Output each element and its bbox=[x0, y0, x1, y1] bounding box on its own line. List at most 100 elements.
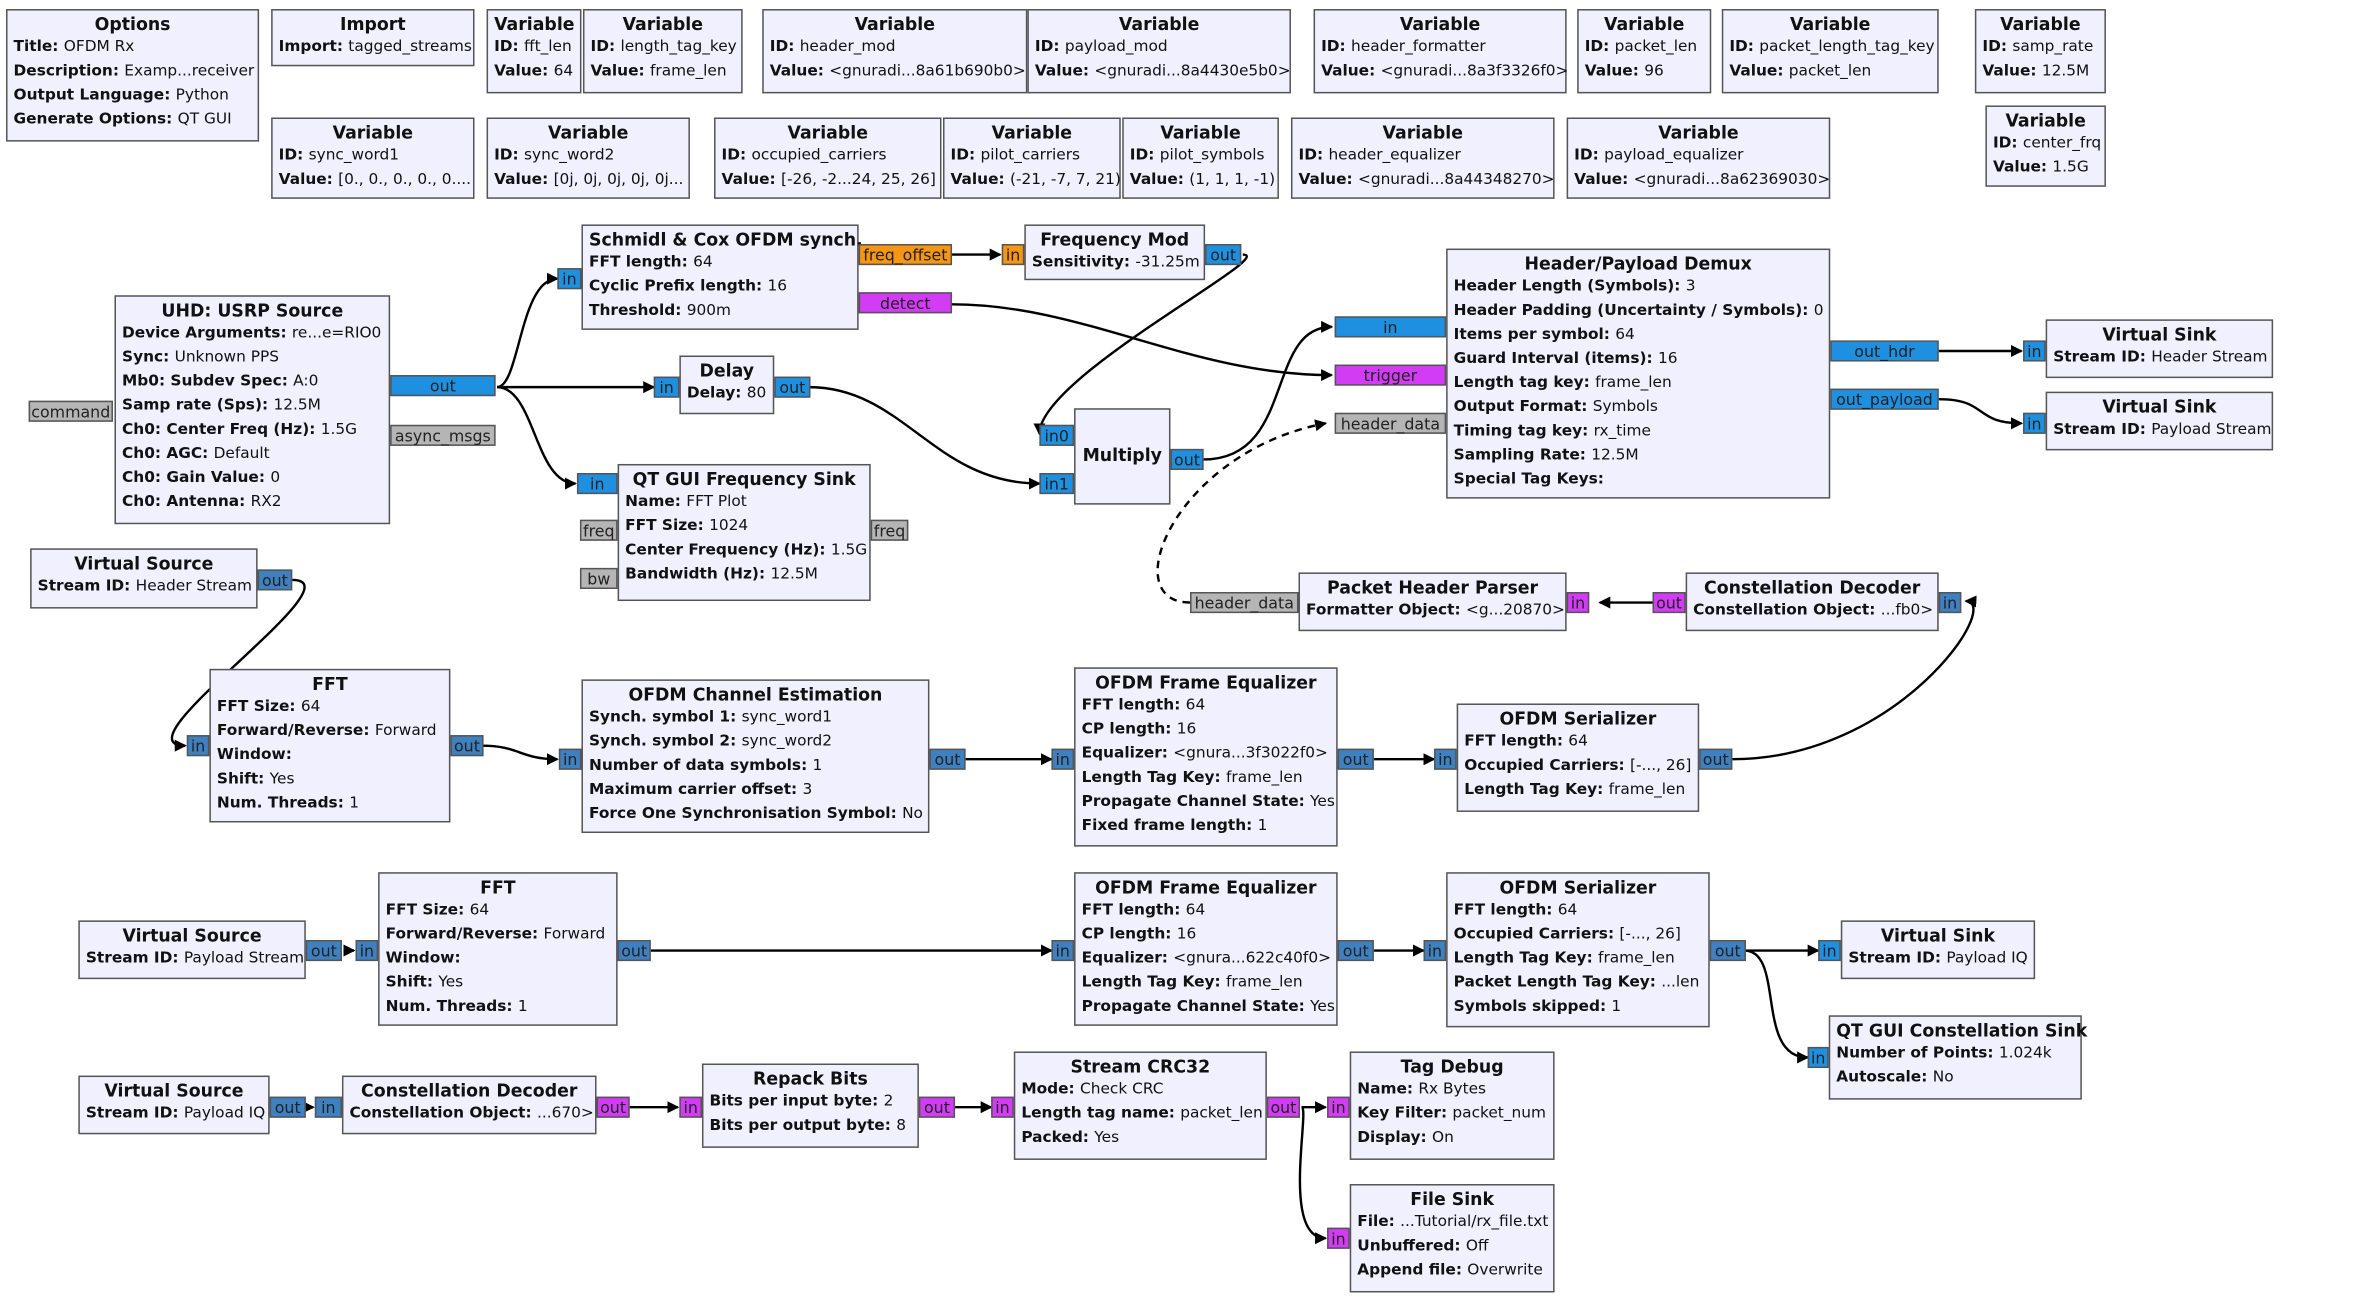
port-fs-in[interactable]: in bbox=[1327, 1227, 1350, 1249]
port-fm-out[interactable]: out bbox=[1205, 244, 1242, 266]
port-demux-out-hdr[interactable]: out_hdr bbox=[1830, 340, 1939, 362]
port-sc-in[interactable]: in bbox=[557, 268, 582, 290]
port-crc-out[interactable]: out bbox=[1266, 1096, 1301, 1118]
port-rb-in[interactable]: in bbox=[679, 1096, 702, 1118]
port-ce-out[interactable]: out bbox=[929, 748, 966, 770]
port-ser2-in[interactable]: in bbox=[1423, 939, 1447, 962]
port-uhd-command[interactable]: command bbox=[28, 400, 113, 422]
port-ce-in[interactable]: in bbox=[558, 748, 582, 770]
port-vsrc-p-out[interactable]: out bbox=[305, 939, 342, 962]
port-qfs-bw[interactable]: bw bbox=[579, 567, 618, 589]
port-vsh-in[interactable]: in bbox=[2023, 340, 2046, 362]
port-sc-detect[interactable]: detect bbox=[858, 292, 953, 314]
port-fft1-in[interactable]: in bbox=[186, 735, 210, 757]
port-qfs-freq-in[interactable]: freq bbox=[579, 519, 618, 541]
port-fm-in[interactable]: in bbox=[1001, 244, 1025, 266]
port-delay-in[interactable]: in bbox=[653, 376, 680, 398]
port-qcs-in[interactable]: in bbox=[1807, 1046, 1829, 1069]
port-delay-out[interactable]: out bbox=[774, 376, 811, 398]
port-demux-in[interactable]: in bbox=[1334, 316, 1447, 338]
port-fft2-in[interactable]: in bbox=[355, 939, 379, 962]
port-uhd-async[interactable]: async_msgs bbox=[390, 424, 496, 446]
port-qfs-freq-out[interactable]: freq bbox=[870, 519, 909, 541]
port-demux-out-payload[interactable]: out_payload bbox=[1830, 388, 1939, 410]
port-crc-in[interactable]: in bbox=[991, 1096, 1014, 1118]
port-vsp-in[interactable]: in bbox=[2023, 412, 2046, 434]
port-php-header-data[interactable]: header_data bbox=[1190, 592, 1299, 614]
port-vsiq-in[interactable]: in bbox=[1818, 939, 1841, 962]
port-vsrc-iq-out[interactable]: out bbox=[269, 1096, 306, 1118]
port-td-in[interactable]: in bbox=[1327, 1096, 1350, 1118]
port-fe2-out[interactable]: out bbox=[1337, 939, 1374, 962]
port-ser2-out[interactable]: out bbox=[1709, 939, 1746, 962]
port-fe2-in[interactable]: in bbox=[1051, 939, 1075, 962]
port-mul-out[interactable]: out bbox=[1170, 448, 1204, 470]
port-cd2-out[interactable]: out bbox=[596, 1096, 630, 1118]
port-qfs-in[interactable]: in bbox=[576, 473, 618, 495]
port-cd1-out[interactable]: out bbox=[1652, 592, 1686, 614]
port-mul-in0[interactable]: in0 bbox=[1039, 424, 1075, 446]
port-mul-in1[interactable]: in1 bbox=[1039, 473, 1075, 495]
port-demux-trigger[interactable]: trigger bbox=[1334, 364, 1447, 386]
port-demux-header-data[interactable]: header_data bbox=[1334, 412, 1447, 434]
port-cd1-in[interactable]: in bbox=[1938, 592, 1962, 614]
port-php-in[interactable]: in bbox=[1566, 592, 1590, 614]
port-vsrc-h-out[interactable]: out bbox=[257, 569, 293, 591]
port-uhd-out[interactable]: out bbox=[390, 375, 496, 397]
port-rb-out[interactable]: out bbox=[918, 1096, 956, 1118]
port-ser1-out[interactable]: out bbox=[1699, 748, 1733, 770]
port-fft1-out[interactable]: out bbox=[450, 735, 484, 757]
port-fe1-in[interactable]: in bbox=[1051, 748, 1075, 770]
port-cd2-in[interactable]: in bbox=[314, 1096, 342, 1118]
port-fft2-out[interactable]: out bbox=[617, 939, 651, 962]
port-sc-freq-offset[interactable]: freq_offset bbox=[858, 244, 953, 266]
port-fe1-out[interactable]: out bbox=[1337, 748, 1374, 770]
port-ser1-in[interactable]: in bbox=[1434, 748, 1457, 770]
block-multiply[interactable]: Multiply bbox=[1074, 408, 1171, 505]
